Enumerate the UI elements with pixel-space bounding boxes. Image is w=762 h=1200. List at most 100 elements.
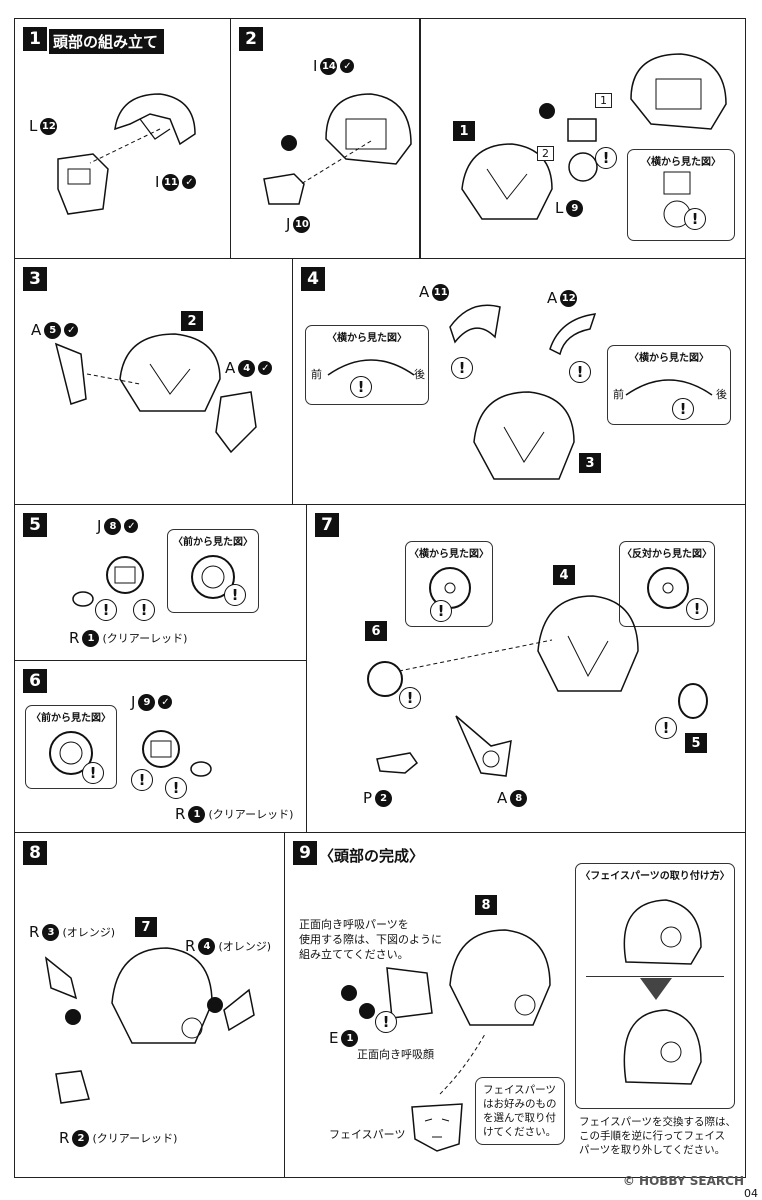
step-number: 2 [239, 27, 263, 51]
face-exchange-note: フェイスパーツを交換する際は、この手順を逆に行ってフェイスパーツを取り外してくだ… [579, 1116, 736, 1156]
head-illustration [537, 595, 639, 692]
assembly-arrow [86, 373, 141, 385]
orange-part-r4 [223, 988, 255, 1032]
face-attach-inset: 〈フェイスパーツの取り付け方〉 [575, 863, 735, 1109]
caution-icon: ! [672, 398, 694, 420]
ref-step-3: 3 [579, 453, 601, 473]
no-glue-icon [207, 997, 223, 1013]
caution-icon: ! [165, 777, 187, 799]
step-2-divider [419, 19, 421, 259]
step-number: 8 [23, 841, 47, 865]
head-complete-illustration [449, 929, 551, 1026]
step-number: 5 [23, 513, 47, 537]
part-p2-illustration [376, 752, 419, 774]
front-label: 前 [311, 368, 322, 381]
joint-j8-illustration [106, 556, 144, 594]
caution-icon: ! [350, 376, 372, 398]
side-view-inset: 〈横から見た図〉 ! [405, 541, 493, 627]
assembly-arrow [439, 1033, 486, 1095]
head-illustration [473, 391, 575, 480]
face-attach-after [623, 1009, 702, 1085]
assembly-arrow [398, 639, 553, 672]
joint-j9-illustration [142, 730, 180, 768]
no-glue-icon [281, 135, 297, 151]
ref-step-7: 7 [135, 917, 157, 937]
joint-j10-illustration [263, 173, 305, 205]
no-glue-icon [359, 1003, 375, 1019]
breathing-part-note: 正面向き呼吸パーツを使用する際は、下図のように組み立ててください。 [299, 918, 442, 961]
caution-icon: ! [133, 599, 155, 621]
step-number: 3 [23, 267, 47, 291]
head-shell-illustration [114, 93, 196, 146]
face-attach-before [623, 899, 702, 965]
orange-part-r3 [44, 956, 78, 1000]
side-fin-left-illustration [54, 342, 87, 405]
assembly-6-illustration [367, 661, 403, 697]
face-part-illustration [411, 1103, 463, 1152]
clear-part-r1 [190, 761, 212, 777]
caution-icon: ! [131, 769, 153, 791]
head-frame-right-illustration [630, 53, 727, 130]
no-glue-icon [65, 1009, 81, 1025]
inset-divider [586, 976, 724, 977]
ref-step-8: 8 [475, 895, 497, 915]
caution-icon: ! [82, 762, 104, 784]
front-breathing-face-label: 正面向き呼吸顔 [357, 1048, 434, 1061]
caution-icon: ! [375, 1011, 397, 1033]
front-view-illustration [49, 731, 93, 775]
side-view-inset-right: 〈横から見た図〉 前 後 ! [607, 345, 731, 425]
sub-step-1: 1 [595, 93, 612, 108]
side-view-inset-left: 〈横から見た図〉 前 後 ! [305, 325, 429, 405]
assembly-5-illustration [678, 683, 708, 719]
clear-part-r2 [55, 1070, 90, 1104]
page-number: 04 [744, 1187, 758, 1200]
ref-step-2: 2 [181, 311, 203, 331]
crest-a11-illustration [449, 304, 501, 344]
no-glue-icon [341, 985, 357, 1001]
caution-icon: ! [655, 717, 677, 739]
down-arrow-icon [640, 978, 672, 1000]
crest-a12-illustration [549, 313, 597, 356]
caution-icon: ! [569, 361, 591, 383]
step-title: 〈頭部の完成〉 [319, 847, 425, 865]
face-parts-label: フェイスパーツ [329, 1128, 406, 1141]
ref-step-6: 6 [365, 621, 387, 641]
joint-l9-illustration [567, 118, 598, 182]
caution-icon: ! [595, 147, 617, 169]
caution-icon: ! [451, 357, 473, 379]
ref-step-5: 5 [685, 733, 707, 753]
neck-part-illustration [57, 153, 109, 215]
head-illustration [119, 333, 221, 412]
step-9-panel: 9 〈頭部の完成〉 正面向き呼吸パーツを使用する際は、下図のように組み立ててくだ… [284, 832, 746, 1178]
front-view-inset: 〈前から見た図〉 ! [25, 705, 117, 789]
ref-step-4: 4 [553, 565, 575, 585]
crest-side-view [625, 379, 713, 396]
caution-icon: ! [684, 208, 706, 230]
front-view-inset: 〈前から見た図〉 ! [167, 529, 259, 613]
caution-icon: ! [686, 598, 708, 620]
head-assembled-illustration [461, 143, 553, 220]
opposite-view-inset: 〈反対から見た図〉 ! [619, 541, 715, 627]
